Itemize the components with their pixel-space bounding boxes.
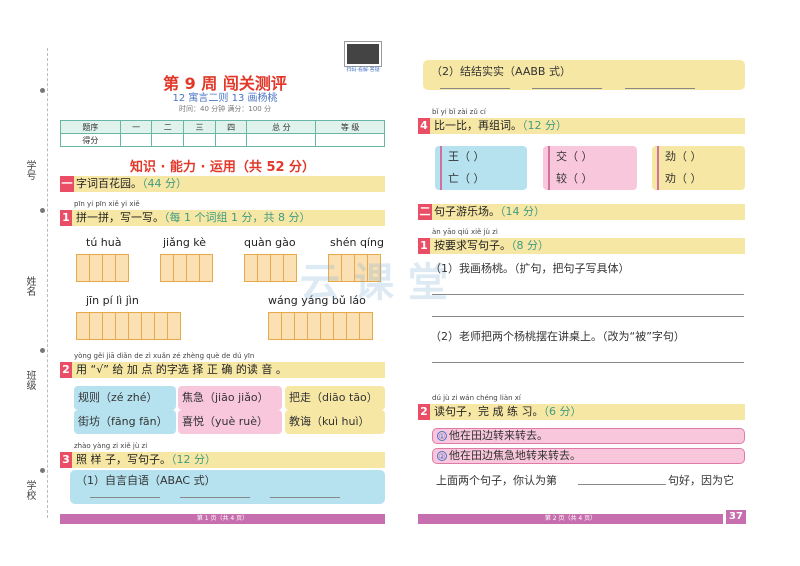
pair-group-1: 王（ ）亡（ ） bbox=[440, 146, 485, 190]
answer-line[interactable] bbox=[625, 88, 695, 89]
watermark: 云 课 堂 bbox=[300, 260, 448, 306]
r2-pinyin: dú jù zi wán chéng liàn xí bbox=[432, 394, 521, 402]
q3-part1-prompt: （1）自言自语（ABAC 式） bbox=[76, 474, 216, 487]
q3-pinyin: zhào yàng zi xiě jù zi bbox=[74, 442, 148, 450]
q1-pinyin: pīn yi pīn xiě yi xiě bbox=[74, 200, 140, 208]
writing-grid-4[interactable] bbox=[328, 254, 381, 282]
q4-pinyin: bǐ yi bǐ zài zǔ cí bbox=[432, 108, 486, 116]
page-footer-left: 第 1 页（共 4 页） bbox=[60, 514, 385, 524]
answer-line[interactable] bbox=[532, 88, 602, 89]
option-xiyue[interactable]: 喜悦（yuè ruè） bbox=[178, 410, 282, 434]
page-footer-right: 第 2 页（共 4 页） bbox=[418, 514, 723, 524]
section-two-bar: 二 句子游乐场。（14 分） bbox=[418, 204, 745, 220]
rewrite-prompt-2: （2）老师把两个杨桃摆在讲桌上。（改为“被”字句） bbox=[430, 330, 685, 343]
comparison-prompt: 上面两个句子，你认为第 bbox=[436, 474, 557, 487]
page-number: 37 bbox=[726, 510, 746, 524]
question-1-bar: 1 拼一拼，写一写。（每 1 个词组 1 分，共 8 分） bbox=[60, 210, 385, 226]
writing-grid-2[interactable] bbox=[160, 254, 213, 282]
writing-grid-1[interactable] bbox=[76, 254, 129, 282]
pair-box-3 bbox=[652, 146, 745, 190]
r-part2-prompt: （2）结结实实（AABB 式） bbox=[431, 65, 571, 78]
comparison-reason: 句好，因为它 bbox=[668, 474, 734, 487]
q2-pinyin: yòng gěi jiā diǎn de zì xuǎn zé zhèng qu… bbox=[74, 352, 255, 360]
option-guize[interactable]: 规则（zé zhé） bbox=[74, 386, 176, 410]
pinyin-tuhua: tú huà bbox=[86, 236, 122, 249]
answer-line[interactable] bbox=[440, 88, 510, 89]
school-label: 学校 bbox=[24, 480, 35, 500]
pinyin-row2-left: jīn pí lì jìn bbox=[86, 294, 139, 307]
option-dizou[interactable]: 把走（diāo tāo） bbox=[285, 386, 385, 410]
question-2-bar: 2 用 “√” 给 加 点 的字选 择 正 确 的读 音 。 bbox=[60, 362, 385, 378]
lesson-subtitle: 12 寓言二则 13 画杨桃 bbox=[172, 93, 278, 104]
writing-grid-3[interactable] bbox=[244, 254, 297, 282]
pair-box-1 bbox=[435, 146, 527, 190]
score-table: 题序一二三四总 分等 级 得分 bbox=[60, 120, 385, 147]
qr-caption: 扫码·看解·答疑 bbox=[346, 67, 380, 73]
qr-code[interactable] bbox=[345, 42, 381, 66]
pair-group-3: 劲（ ）劝（ ） bbox=[657, 146, 702, 190]
time-score-info: 时间：40 分钟 满分：100 分 bbox=[179, 105, 271, 113]
class-label: 班级 bbox=[24, 370, 35, 390]
sentence-q2-bar: 2 读句子，完 成 练 习。（6 分） bbox=[418, 404, 745, 420]
section-heading: 知识 · 能力 · 运用（共 52 分） bbox=[129, 160, 316, 175]
pair-box-2 bbox=[543, 146, 637, 190]
writing-grid-6[interactable] bbox=[268, 312, 373, 340]
answer-line[interactable] bbox=[270, 497, 340, 498]
answer-line[interactable] bbox=[432, 316, 744, 317]
student-id-label: 学号 bbox=[24, 160, 35, 180]
r1-pinyin: àn yāo qiú xiě jù zi bbox=[432, 228, 498, 236]
sentence-q1-bar: 1 按要求写句子。（8 分） bbox=[418, 238, 745, 254]
option-jiaoji[interactable]: 焦急（jiāo jiǎo） bbox=[178, 386, 282, 410]
r-part2-box: （2）结结实实（AABB 式） bbox=[423, 60, 745, 90]
writing-grid-5[interactable] bbox=[76, 312, 181, 340]
pinyin-quangao: quàn gào bbox=[244, 236, 296, 249]
answer-line[interactable] bbox=[578, 484, 666, 485]
answer-line[interactable] bbox=[180, 497, 250, 498]
question-3-bar: 3 照 样 子，写句子。（12 分） bbox=[60, 452, 385, 468]
binding-margin: 学号 姓名 班级 学校 bbox=[18, 48, 48, 518]
option-jiefang[interactable]: 街坊（fāng fān） bbox=[74, 410, 176, 434]
answer-line[interactable] bbox=[432, 362, 744, 363]
option-jiaohui[interactable]: 教诲（kuì huì） bbox=[285, 410, 385, 434]
name-label: 姓名 bbox=[24, 276, 35, 296]
pinyin-shenqing: shén qíng bbox=[330, 236, 384, 249]
pinyin-jiangke: jiǎng kè bbox=[163, 236, 207, 249]
question-4-bar: 4 比一比，再组词。（12 分） bbox=[418, 118, 745, 134]
answer-line[interactable] bbox=[90, 497, 160, 498]
q3-part1-box: （1）自言自语（ABAC 式） bbox=[70, 470, 385, 504]
pinyin-row2-right: wáng yáng bǔ láo bbox=[268, 294, 366, 307]
answer-line[interactable] bbox=[432, 294, 744, 295]
pair-group-2: 交（ ）较（ ） bbox=[548, 146, 593, 190]
rewrite-prompt-1: （1）我画杨桃。（扩句，把句子写具体） bbox=[430, 262, 630, 275]
page-title: 第 9 周 闯关测评 bbox=[163, 74, 287, 93]
section-one-bar: 一 字词百花园。（44 分） bbox=[60, 176, 385, 192]
